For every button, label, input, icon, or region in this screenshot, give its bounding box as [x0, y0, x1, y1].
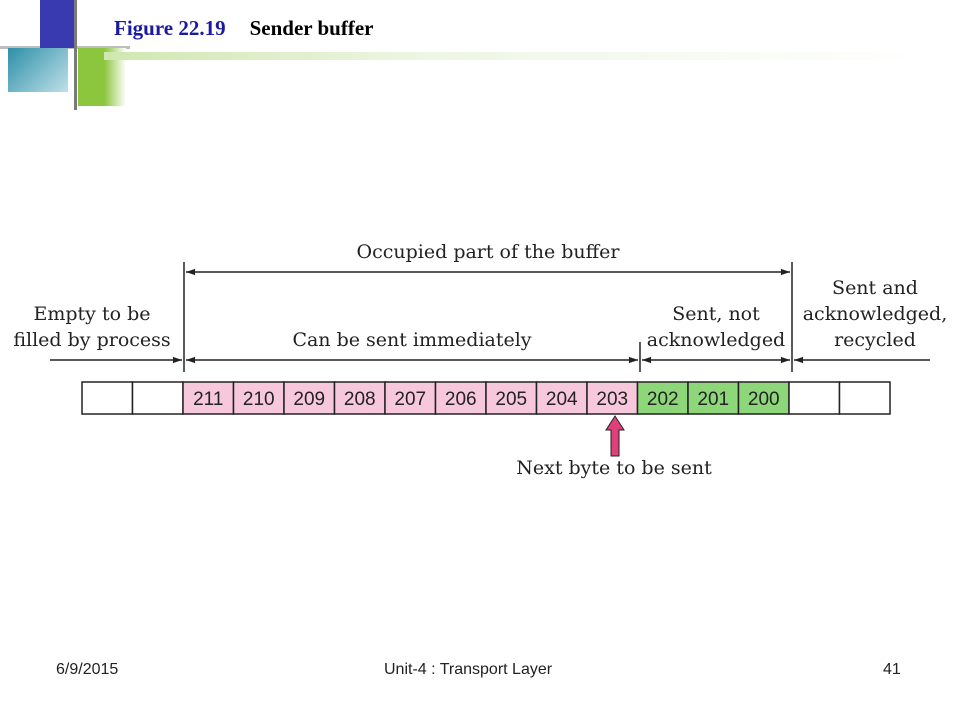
buffer-cell-box	[81, 381, 134, 415]
buffer-cell-recycled	[838, 381, 891, 415]
sent-not-ack-label-line1: Sent, not	[672, 303, 760, 325]
buffer-cell-label: 203	[596, 389, 628, 410]
figure-number: Figure 22.19	[114, 16, 226, 40]
buffer-cell-label: 207	[394, 389, 426, 410]
buffer-cell-can-send: 211	[182, 381, 235, 415]
footer-title: Unit-4 : Transport Layer	[384, 661, 553, 678]
sent-ack-label-line2: acknowledged,	[803, 303, 948, 325]
buffer-cell-box	[333, 381, 386, 415]
buffer-cells: 211 210 209 208 207 206 205 204 203 202 201 200	[81, 381, 891, 415]
buffer-cell-box	[535, 381, 588, 415]
buffer-cell-box	[586, 381, 639, 415]
buffer-cell-empty	[81, 381, 134, 415]
buffer-cell-recycled	[788, 381, 841, 415]
next-byte-label: Next byte to be sent	[516, 457, 712, 479]
buffer-cell-can-send: 204	[535, 381, 588, 415]
sent-not-ack-label-line2: acknowledged	[647, 329, 785, 351]
buffer-cell-box	[232, 381, 285, 415]
footer-date: 6/9/2015	[56, 661, 119, 678]
buffer-cell-sent-not-ack: 200	[737, 381, 790, 415]
next-byte-pointer-arrow	[605, 415, 625, 457]
buffer-cell-label: 200	[748, 389, 780, 410]
slide-title: Figure 22.19 Sender buffer	[114, 16, 373, 41]
buffer-cell-can-send: 203	[586, 381, 639, 415]
buffer-cell-label: 209	[293, 389, 325, 410]
buffer-cell-label: 205	[495, 389, 527, 410]
buffer-cell-can-send: 207	[384, 381, 437, 415]
decor-teal-square	[8, 48, 68, 92]
decor-gray-bar-vertical	[74, 0, 77, 110]
buffer-cell-box	[788, 381, 841, 415]
buffer-cell-can-send: 208	[333, 381, 386, 415]
buffer-cell-label: 210	[243, 389, 275, 410]
buffer-cell-box	[687, 381, 740, 415]
buffer-cell-sent-not-ack: 202	[636, 381, 689, 415]
sent-ack-label-line1: Sent and	[832, 277, 918, 299]
buffer-cell-label: 211	[193, 389, 223, 410]
buffer-cell-box	[182, 381, 235, 415]
buffer-cell-label: 208	[344, 389, 376, 410]
buffer-cell-label: 202	[647, 389, 679, 410]
buffer-cell-label: 201	[697, 389, 729, 410]
buffer-cell-can-send: 210	[232, 381, 285, 415]
occupied-label: Occupied part of the buffer	[357, 241, 621, 263]
figure-caption: Sender buffer	[249, 16, 374, 40]
buffer-cell-box	[737, 381, 790, 415]
buffer-cell-empty	[131, 381, 184, 415]
buffer-cell-sent-not-ack: 201	[687, 381, 740, 415]
buffer-cell-label: 206	[445, 389, 477, 410]
buffer-cell-box	[131, 381, 184, 415]
buffer-cell-can-send: 206	[434, 381, 487, 415]
title-underline	[104, 52, 924, 60]
footer-page-number: 41	[883, 661, 901, 678]
buffer-cell-box	[434, 381, 487, 415]
empty-label-line2: filled by process	[13, 329, 170, 351]
buffer-cell-box	[838, 381, 891, 415]
empty-label-line1: Empty to be	[34, 303, 151, 325]
buffer-cell-box	[283, 381, 336, 415]
sent-ack-label-line3: recycled	[834, 329, 916, 351]
can-send-label: Can be sent immediately	[292, 329, 531, 351]
buffer-cell-label: 204	[546, 389, 578, 410]
decor-blue-square	[40, 0, 76, 48]
buffer-cell-box	[636, 381, 689, 415]
buffer-cell-can-send: 209	[283, 381, 336, 415]
buffer-cell-can-send: 205	[485, 381, 538, 415]
